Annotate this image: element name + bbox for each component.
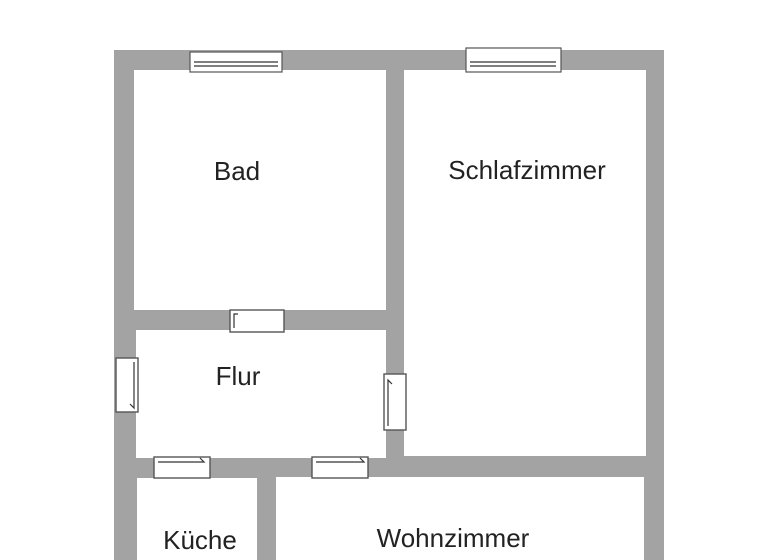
window-bad	[189, 51, 283, 73]
room-floors	[134, 70, 646, 560]
door-flur-kueche	[153, 456, 211, 479]
label-flur: Flur	[216, 361, 261, 391]
label-bad: Bad	[214, 156, 260, 186]
label-wohnzimmer: Wohnzimmer	[377, 523, 530, 553]
label-schlafzimmer: Schlafzimmer	[448, 155, 606, 185]
door-flur-wohnzimmer	[311, 456, 369, 479]
door-bad-flur	[229, 309, 285, 333]
room-kueche	[137, 478, 257, 560]
room-bad	[134, 70, 386, 310]
door-flur-schlafzimmer	[383, 373, 407, 431]
room-wohnzimmer	[276, 477, 644, 560]
window-schlafzimmer	[465, 47, 562, 73]
room-flur	[136, 330, 386, 458]
label-kueche: Küche	[163, 525, 237, 555]
room-schlafzimmer	[404, 70, 646, 456]
door-entrance-flur	[115, 357, 139, 413]
